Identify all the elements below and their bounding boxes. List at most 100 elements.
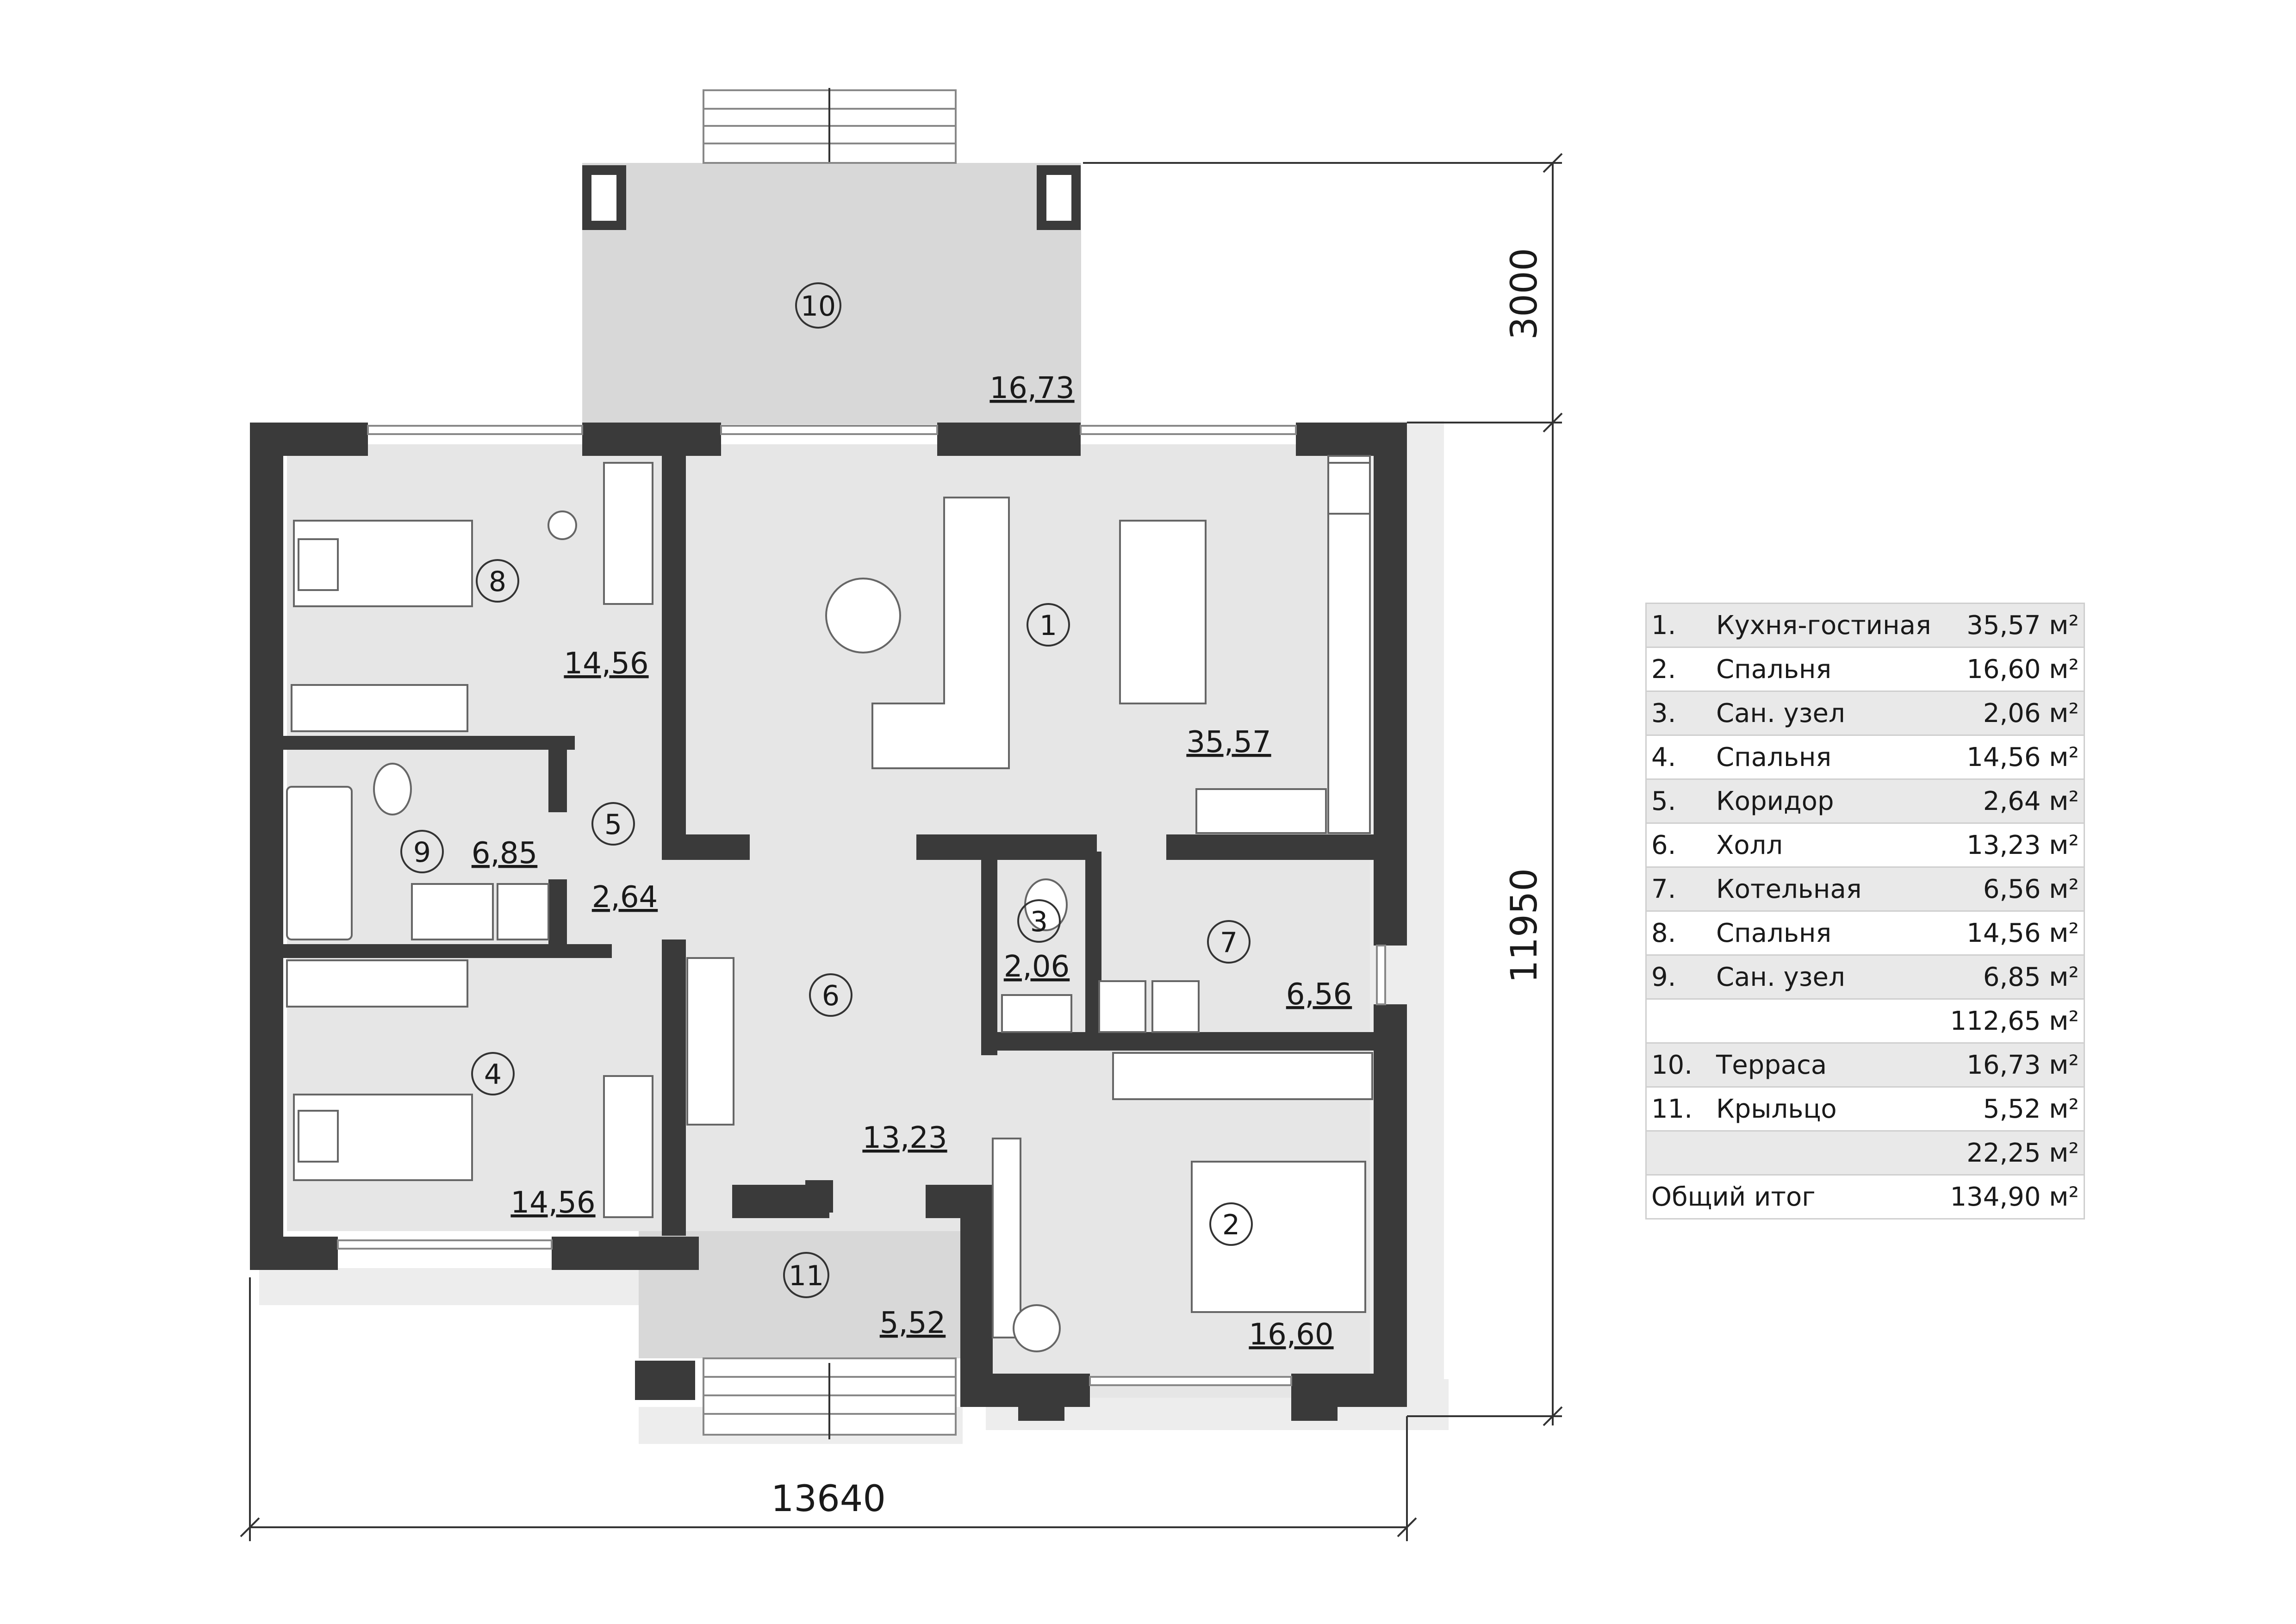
dining-table: [1119, 520, 1207, 704]
dimension-terrace: 3000: [1504, 248, 1545, 340]
legend-area: 14,56 м²: [1941, 735, 2084, 780]
room-8: 8 14,56: [476, 559, 649, 681]
room-9: 9 6,85: [400, 830, 537, 873]
legend-room-name: Спальня: [1711, 735, 1942, 780]
svg-text:9: 9: [413, 836, 431, 869]
furniture: [286, 455, 1373, 1352]
dimension-text: 13640 11950 3000: [771, 248, 1545, 1520]
wardrobe-room-8: [291, 684, 468, 732]
stove: [1195, 788, 1327, 834]
room-1: 1 35,57: [1027, 603, 1271, 759]
room-3: 3 2,06: [1004, 899, 1070, 984]
boiler-1: [1098, 980, 1146, 1033]
legend-index: [1646, 1131, 1711, 1176]
legend-index: 4.: [1646, 735, 1711, 780]
dimension-lines: [240, 153, 1563, 1541]
legend-room-name: Крыльцо: [1711, 1087, 1942, 1132]
coffee-table: [825, 578, 901, 653]
legend-area: 14,56 м²: [1941, 911, 2084, 956]
legend-area: 134,90 м²: [1941, 1175, 2084, 1220]
wardrobe-room-2: [1112, 1052, 1373, 1100]
legend-room-name: Сан. узел: [1711, 955, 1942, 1000]
legend-index: 6.: [1646, 823, 1711, 868]
legend-index: 2.: [1646, 647, 1711, 692]
svg-text:13,23: 13,23: [862, 1121, 947, 1155]
room-labels: 1 35,57 2 16,60 3 2,06 4 14,56 5 2,64 6 …: [400, 282, 1352, 1352]
legend-index: 8.: [1646, 911, 1711, 956]
bed-room-2: [1191, 1161, 1366, 1313]
terrace: [582, 163, 1081, 424]
legend-area: 16,73 м²: [1941, 1043, 2084, 1088]
sink-room-3: [1001, 994, 1072, 1033]
svg-text:14,56: 14,56: [510, 1186, 595, 1220]
legend-index: 9.: [1646, 955, 1711, 1000]
legend-index: [1646, 999, 1711, 1044]
terrace-steps: [703, 88, 957, 164]
legend-index: 10.: [1646, 1043, 1711, 1088]
legend-area: 2,06 м²: [1941, 691, 2084, 736]
legend-area: 5,52 м²: [1941, 1087, 2084, 1132]
svg-text:4: 4: [484, 1058, 502, 1091]
legend-room-name: Спальня: [1711, 911, 1942, 956]
room-5: 5 2,64: [591, 802, 658, 915]
bathtub: [286, 786, 353, 940]
terrace-columns: [582, 165, 1338, 1421]
dimension-width: 13640: [771, 1478, 886, 1520]
svg-text:14,56: 14,56: [564, 647, 648, 681]
legend-index: 11.: [1646, 1087, 1711, 1132]
legend-index: 1.: [1646, 603, 1711, 648]
legend-room-name: Сан. узел: [1711, 691, 1942, 736]
legend-area: 22,25 м²: [1941, 1131, 2084, 1176]
toilet-room-9: [373, 763, 412, 815]
svg-text:10: 10: [801, 290, 836, 323]
walls: [250, 423, 1407, 1407]
svg-text:5,52: 5,52: [880, 1306, 946, 1340]
legend-room-name: [1711, 1131, 1942, 1176]
windows: [337, 425, 1386, 1386]
svg-text:16,73: 16,73: [989, 371, 1074, 405]
room-7: 7 6,56: [1207, 920, 1352, 1012]
legend-room-name: Кухня-гостиная: [1711, 603, 1942, 648]
legend-row: 22,25 м²: [1646, 1131, 2084, 1176]
legend-room-name: Терраса: [1711, 1043, 1942, 1088]
kitchen-counter: [1327, 455, 1371, 834]
legend-room-name: Коридор: [1711, 779, 1942, 824]
svg-text:11: 11: [789, 1260, 824, 1292]
legend-room-name: Спальня: [1711, 647, 1942, 692]
desk-room-4: [603, 1075, 653, 1218]
legend-index: 3.: [1646, 691, 1711, 736]
legend-index: 5.: [1646, 779, 1711, 824]
svg-text:35,57: 35,57: [1186, 725, 1271, 759]
legend-room-name: Котельная: [1711, 867, 1942, 912]
wardrobe-room-4: [286, 959, 468, 1008]
legend-room-name: [1711, 999, 1942, 1044]
svg-text:2,06: 2,06: [1004, 950, 1070, 984]
svg-text:5: 5: [604, 809, 622, 841]
legend-index: 7.: [1646, 867, 1711, 912]
legend-area: 2,64 м²: [1941, 779, 2084, 824]
dimension-depth: 11950: [1504, 868, 1545, 983]
legend-total-label: Общий итог: [1646, 1175, 1942, 1220]
svg-text:3: 3: [1030, 906, 1048, 938]
room-10: 10 16,73: [795, 282, 1075, 405]
svg-text:2,64: 2,64: [592, 880, 658, 915]
svg-text:16,60: 16,60: [1249, 1318, 1333, 1352]
room-11: 11 5,52: [783, 1252, 946, 1340]
room-6: 6 13,23: [809, 973, 947, 1155]
legend-area: 112,65 м²: [1941, 999, 2084, 1044]
room-4: 4 14,56: [471, 1052, 596, 1220]
legend-row: 112,65 м²: [1646, 999, 2084, 1044]
svg-text:6: 6: [822, 980, 840, 1012]
legend-area: 16,60 м²: [1941, 647, 2084, 692]
hall-wardrobe: [686, 957, 734, 1126]
